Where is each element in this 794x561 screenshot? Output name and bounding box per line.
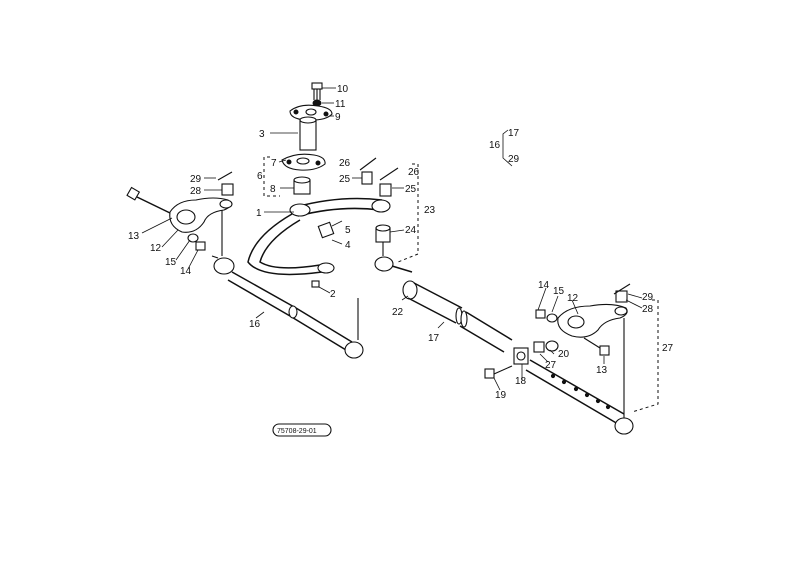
washer-15-left (187, 233, 199, 243)
callout-12-left: 12 (150, 243, 162, 254)
nut-28-left (221, 183, 234, 196)
callout-15-right: 15 (553, 286, 565, 297)
retainer-plate-9 (289, 104, 333, 121)
cotter-pin-29-right (613, 283, 631, 295)
bolt-13-right (583, 337, 610, 356)
callout-13-left: 13 (128, 231, 140, 242)
callout-18: 18 (515, 376, 527, 387)
callout-10: 10 (337, 84, 349, 95)
callout-6: 6 (257, 171, 263, 182)
tie-rod-16 (227, 271, 364, 359)
callout-17-top: 17 (508, 128, 520, 139)
bolt-13-left (126, 186, 171, 214)
callout-29-right: 29 (642, 292, 654, 303)
bracket-16 (502, 129, 513, 167)
callout-27-nut: 27 (545, 360, 557, 371)
nut-25-a (361, 171, 373, 185)
tie-rod-end-left (211, 255, 235, 275)
callout-3: 3 (259, 129, 265, 140)
callout-2: 2 (330, 289, 336, 300)
bushing-6 (293, 176, 311, 195)
callout-26-b: 26 (408, 167, 420, 178)
cotter-pin-26-b (379, 167, 399, 181)
callout-8: 8 (270, 184, 276, 195)
callout-5: 5 (345, 225, 351, 236)
tie-rod-end-24 (374, 224, 413, 273)
callout-9: 9 (335, 112, 341, 123)
nut-2 (311, 280, 320, 288)
callout-27-link: 27 (662, 343, 674, 354)
callout-12-right: 12 (567, 293, 579, 304)
callout-1: 1 (256, 208, 262, 219)
bolt-19 (484, 365, 513, 379)
callout-24: 24 (405, 225, 417, 236)
callout-7: 7 (271, 158, 277, 169)
leader-lines (141, 87, 643, 391)
callout-28-right: 28 (642, 304, 654, 315)
callout-25-b: 25 (405, 184, 417, 195)
drawing-code-badge: 75708-29-01 (272, 423, 332, 437)
callout-28-left: 28 (190, 186, 202, 197)
callout-14-left: 14 (180, 266, 192, 277)
bell-crank-1 (247, 197, 391, 276)
nut-14-right (535, 309, 546, 319)
clamp-18 (513, 347, 529, 365)
callout-22: 22 (392, 307, 404, 318)
bracket-23 (397, 163, 419, 263)
callout-25-a: 25 (339, 174, 351, 185)
callout-20: 20 (558, 349, 570, 360)
center-link-27 (525, 318, 634, 435)
grease-fitting-5 (317, 220, 343, 239)
washer-15-right (546, 313, 558, 323)
washer-20 (545, 340, 559, 352)
support-plate-7 (281, 153, 326, 171)
callout-17-tube: 17 (428, 333, 440, 344)
bolt-10 (311, 82, 323, 100)
callout-19: 19 (495, 390, 507, 401)
bracket-8 (263, 156, 280, 197)
cotter-pin-26-a (359, 157, 377, 171)
nut-25-b (379, 183, 392, 197)
callout-4: 4 (345, 240, 351, 251)
pivot-shaft-3 (299, 116, 317, 151)
bracket-27 (631, 299, 659, 413)
nut-28-right (615, 290, 628, 303)
callout-29-left: 29 (190, 174, 202, 185)
callout-15-left: 15 (165, 257, 177, 268)
callout-26-a: 26 (339, 158, 351, 169)
callout-29-top: 29 (508, 154, 520, 165)
callout-11: 11 (335, 99, 346, 110)
nut-14-left (195, 241, 206, 251)
tube-17 (407, 282, 513, 353)
callout-13-right: 13 (596, 365, 608, 376)
callout-14-right: 14 (538, 280, 550, 291)
callout-16: 16 (489, 140, 501, 151)
idler-arm-12-right (557, 303, 628, 338)
nut-27 (533, 341, 545, 353)
callout-16-rod: 16 (249, 319, 261, 330)
drawing-code: 75708-29-01 (277, 428, 317, 435)
cotter-pin-29-left (217, 171, 233, 181)
idler-arm-12-left (169, 197, 233, 233)
callout-23: 23 (424, 205, 436, 216)
